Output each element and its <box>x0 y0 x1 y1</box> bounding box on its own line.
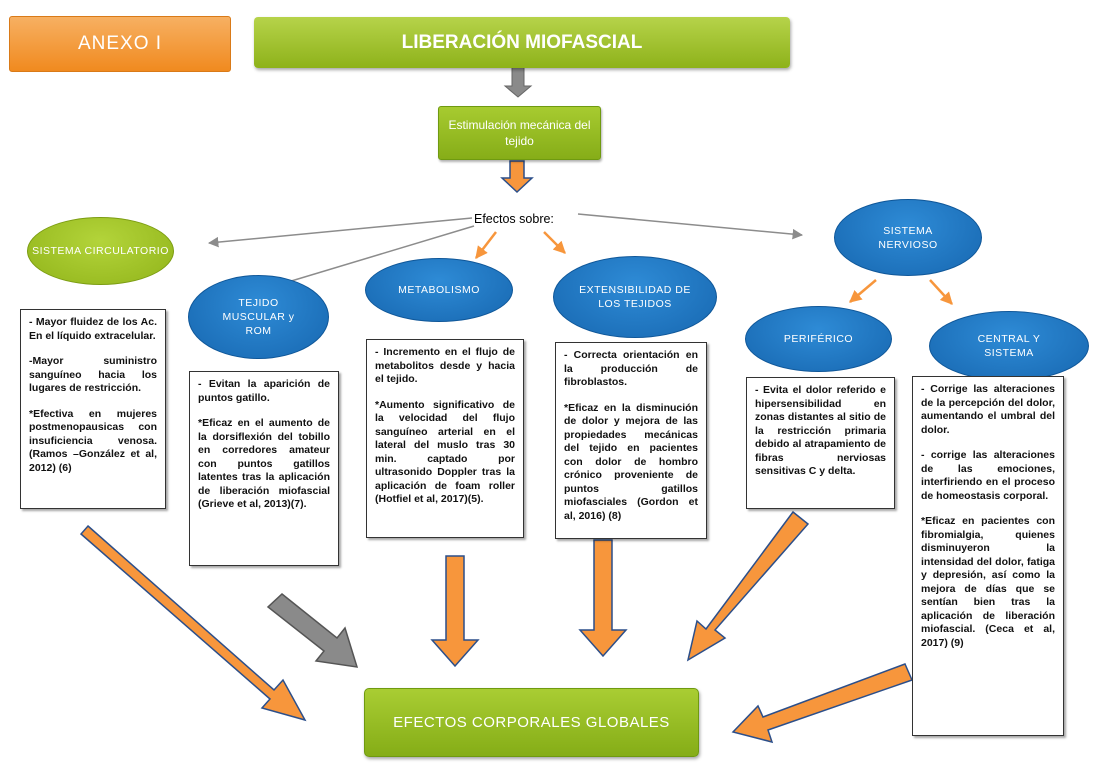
circulatory-text-3: *Efectiva en mujeres postmenopausicas co… <box>29 407 157 474</box>
effects-label: Efectos sobre: <box>474 212 554 226</box>
annex-label: ANEXO I <box>9 16 231 72</box>
arrow-to-metabolism <box>475 231 497 259</box>
arrow-to-peripheral <box>849 279 877 303</box>
central-text-2: - corrige las alteraciones de las emocio… <box>921 449 1055 502</box>
extensibility-text-2: *Eficaz en la disminución de dolor y mej… <box>564 401 698 522</box>
peripheral-text-1: - Evita el dolor referido e hipersensibi… <box>755 384 886 477</box>
block-arrow-muscular <box>266 593 359 668</box>
extensibility-text-1: - Correcta orientación en la producción … <box>564 349 698 388</box>
box-peripheral: - Evita el dolor referido e hipersensibi… <box>746 377 895 509</box>
block-arrow-extensibility <box>578 539 628 658</box>
node-peripheral: PERIFÉRICO <box>745 306 892 372</box>
box-central: - Corrige las alteraciones de la percepc… <box>912 376 1064 736</box>
box-circulatory: - Mayor fluidez de los Ac. En el líquido… <box>20 309 166 509</box>
node-circulatory: SISTEMA CIRCULATORIO <box>27 217 174 285</box>
arrow-to-nervous <box>577 213 804 240</box>
node-muscular: TEJIDO MUSCULAR y ROM <box>188 275 329 359</box>
node-metabolism: METABOLISMO <box>365 258 513 322</box>
arrow-to-extensibility <box>543 231 566 254</box>
central-text-1: - Corrige las alteraciones de la percepc… <box>921 383 1055 436</box>
muscular-text-1: - Evitan la aparición de puntos gatillo. <box>198 378 330 404</box>
global-effects-box: EFECTOS CORPORALES GLOBALES <box>364 688 699 757</box>
arrow-to-central <box>929 279 953 305</box>
arrow-to-circulatory <box>207 217 473 248</box>
box-muscular: - Evitan la aparición de puntos gatillo.… <box>189 371 339 566</box>
block-arrow-circulatory <box>79 524 307 722</box>
stim-down-arrow <box>500 160 534 194</box>
arrow-to-muscular <box>266 225 475 291</box>
title-down-arrow <box>503 65 533 98</box>
block-arrow-central <box>731 663 914 744</box>
box-metabolism: - Incremento en el flujo de metabolitos … <box>366 339 524 538</box>
metabolism-text-1: - Incremento en el flujo de metabolitos … <box>375 346 515 385</box>
circulatory-text-2: -Mayor suministro sanguíneo hacia los lu… <box>29 355 157 394</box>
page-title: LIBERACIÓN MIOFASCIAL <box>254 17 790 68</box>
node-central: CENTRAL Y SISTEMA <box>929 311 1089 381</box>
central-text-3: *Eficaz en pacientes con fibromialgia, q… <box>921 515 1055 649</box>
block-arrow-peripheral <box>686 510 810 662</box>
circulatory-text-1: - Mayor fluidez de los Ac. En el líquido… <box>29 316 157 342</box>
block-arrow-metabolism <box>430 555 480 668</box>
box-extensibility: - Correcta orientación en la producción … <box>555 342 707 539</box>
muscular-text-2: *Eficaz en el aumento de la dorsiflexión… <box>198 417 330 510</box>
metabolism-text-2: *Aumento significativo de la velocidad d… <box>375 398 515 506</box>
node-nervous: SISTEMA NERVIOSO <box>834 199 982 276</box>
stimulation-box: Estimulación mecánica del tejido <box>438 106 601 160</box>
node-extensibility: EXTENSIBILIDAD DE LOS TEJIDOS <box>553 256 717 338</box>
